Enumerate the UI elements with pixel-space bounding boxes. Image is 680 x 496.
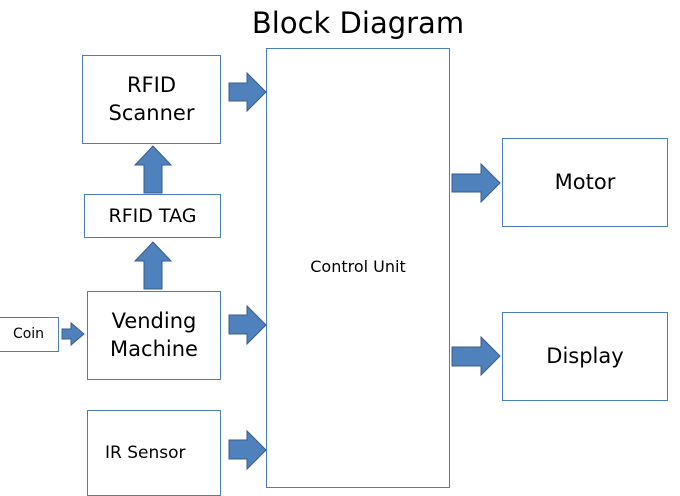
rfid-tag-label: RFID TAG (108, 204, 197, 227)
arrow-scanner-to-control (228, 71, 267, 113)
vending-machine-label: Vending Machine (110, 309, 198, 361)
diagram-title: Block Diagram (251, 6, 465, 40)
control-unit-label: Control Unit (310, 257, 406, 276)
vending-machine-block: Vending Machine (87, 291, 221, 380)
display-block: Display (502, 312, 668, 401)
arrow-ir-to-control (228, 429, 267, 471)
arrow-vending-to-control (228, 304, 267, 346)
control-unit-block: Control Unit (266, 48, 450, 488)
coin-label: Coin (12, 326, 45, 343)
arrow-coin-to-vending (61, 321, 85, 347)
motor-label: Motor (554, 169, 616, 194)
coin-block: Coin (0, 317, 59, 352)
arrow-vending-to-tag (133, 241, 173, 290)
arrow-control-to-display (451, 335, 501, 377)
arrow-control-to-motor (451, 162, 501, 204)
rfid-tag-block: RFID TAG (84, 194, 221, 238)
rfid-scanner-label: RFID Scanner (108, 73, 195, 125)
display-label: Display (546, 343, 624, 368)
ir-sensor-label: IR Sensor (105, 442, 186, 463)
arrow-tag-to-scanner (133, 145, 173, 194)
motor-block: Motor (502, 138, 668, 227)
rfid-scanner-block: RFID Scanner (82, 55, 221, 144)
